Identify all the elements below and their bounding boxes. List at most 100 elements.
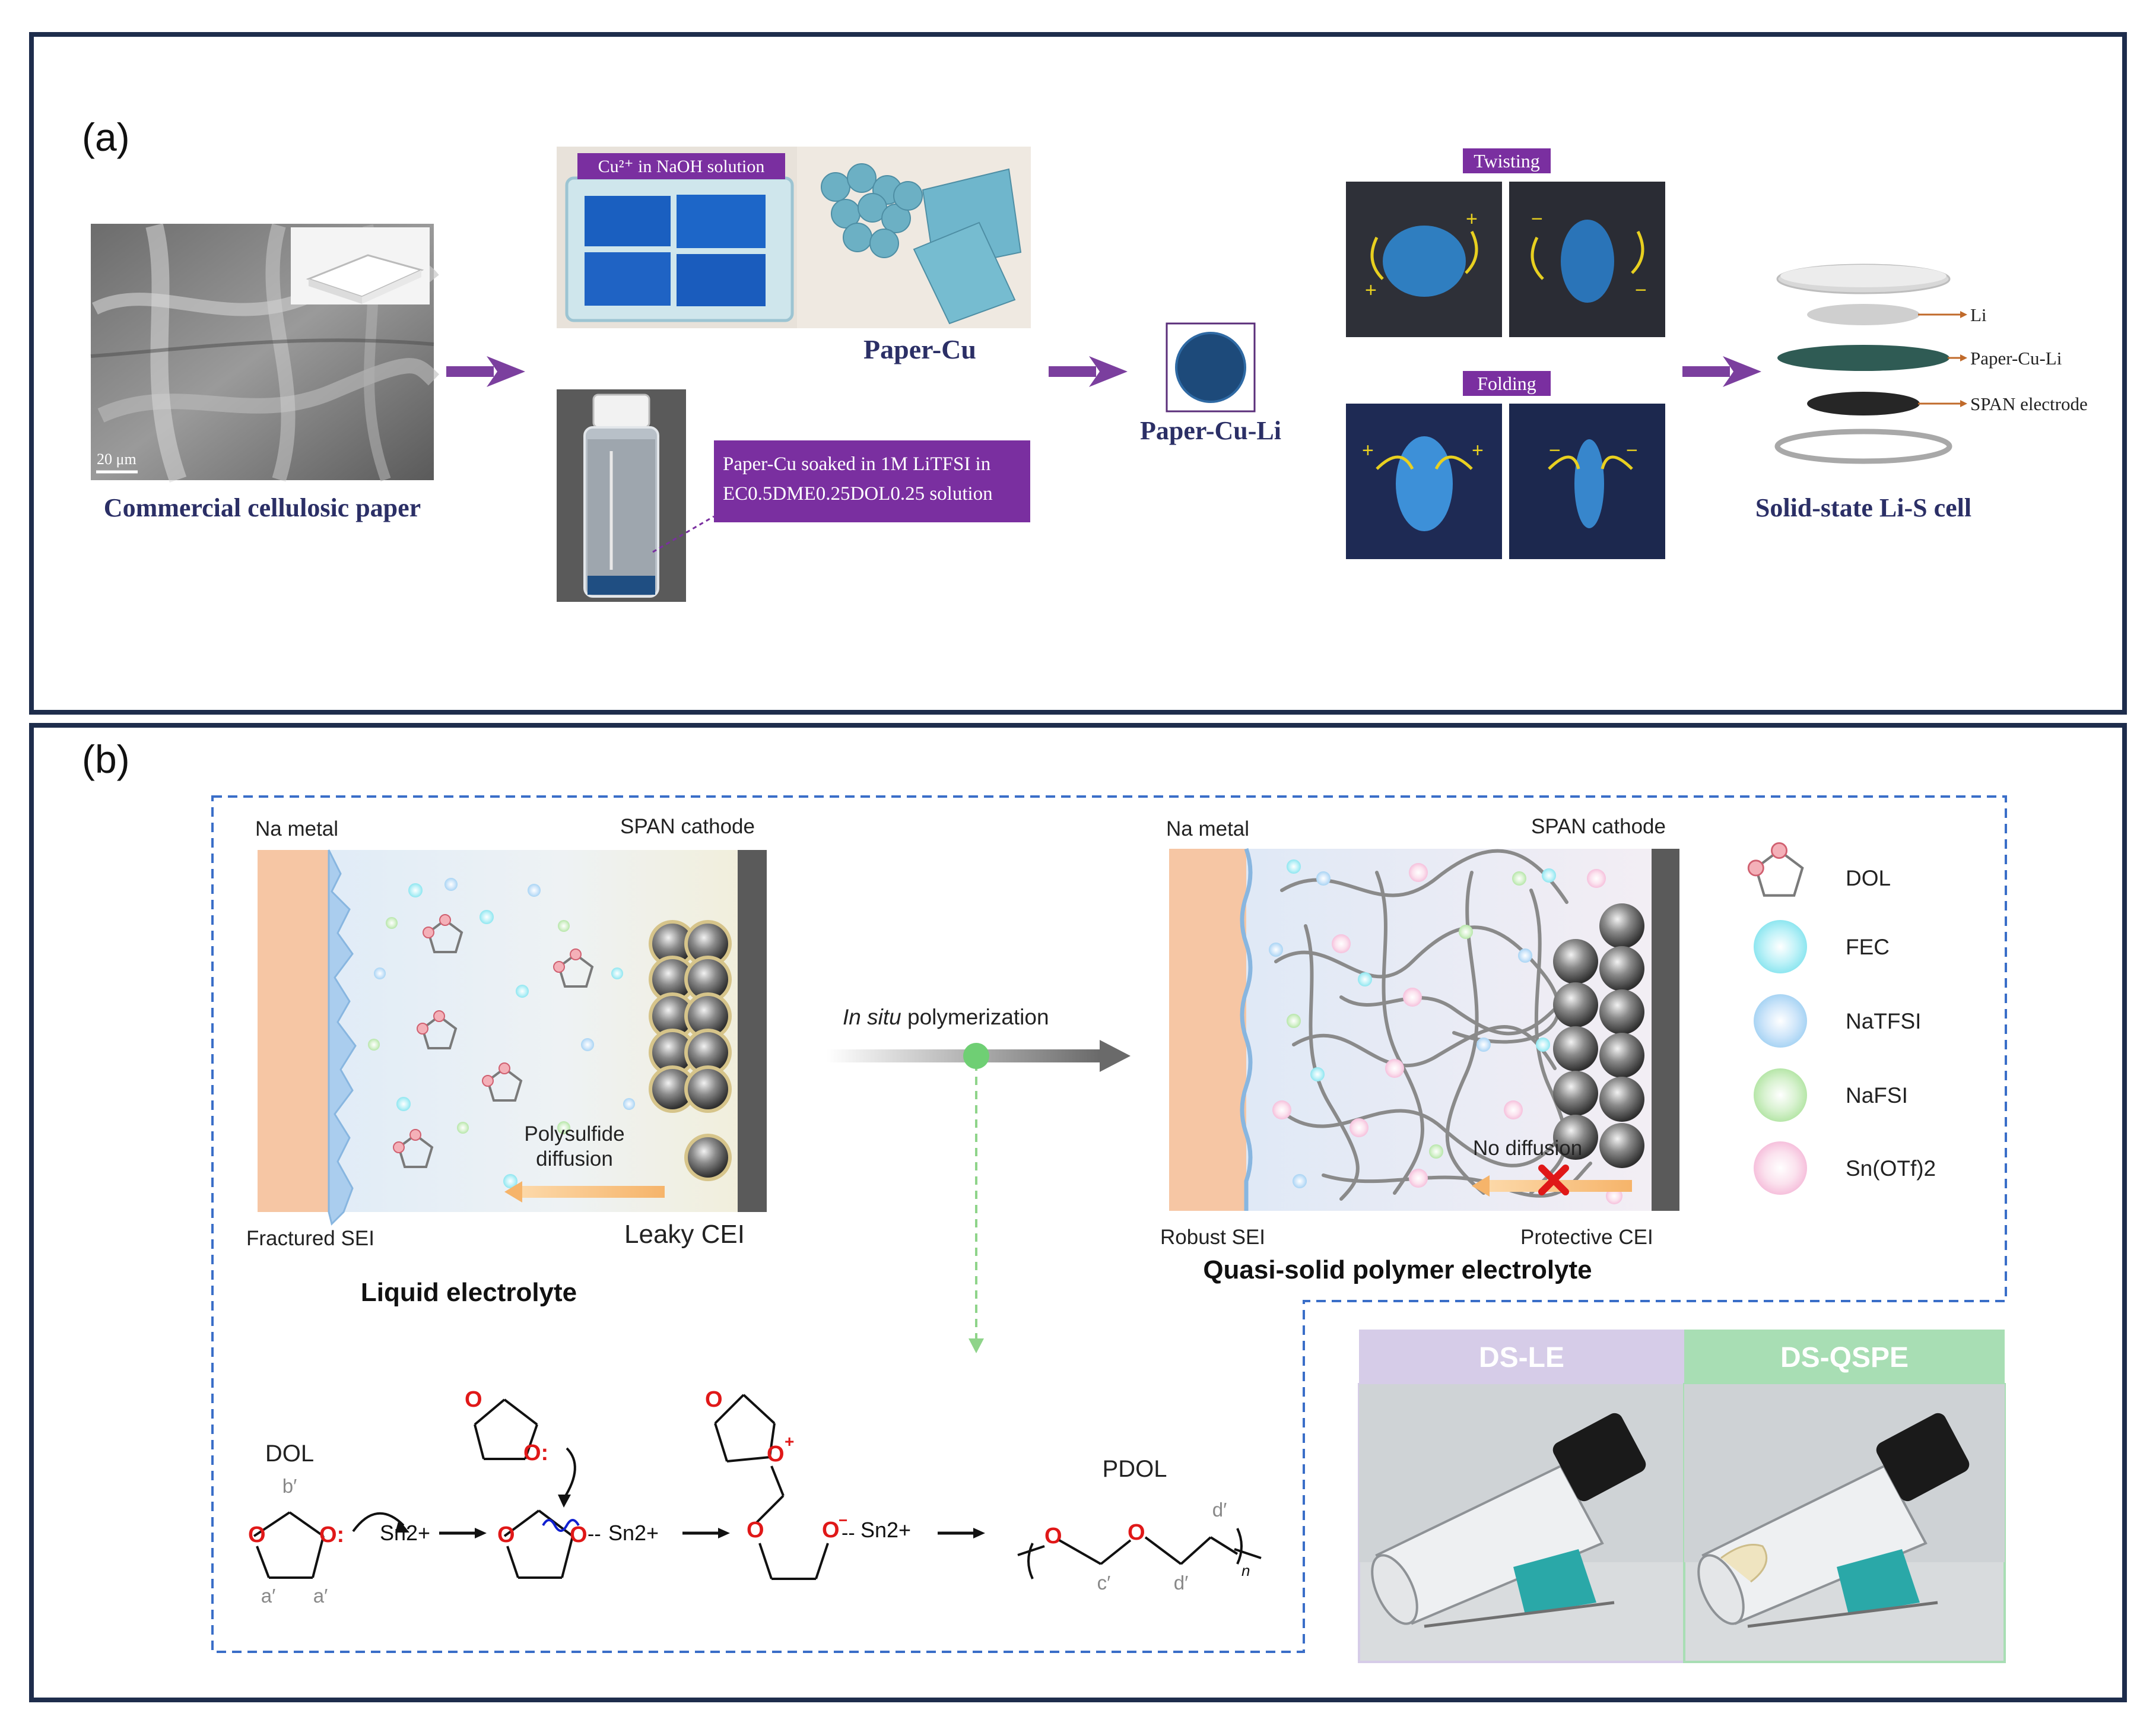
svg-text:−: − [1549,439,1561,462]
cell-label-paper-cu-li: Paper-Cu-Li [1970,348,2062,369]
svg-text:−: − [839,1511,847,1529]
leaky-cei-label: Leaky CEI [624,1220,745,1249]
mechanism-scheme: O O: O O -- O O: O O + [248,1387,1262,1580]
mech-b-prime-label: b′ [282,1475,297,1497]
caption-commercial-paper: Commercial cellulosic paper [104,493,421,522]
svg-text:+: + [1365,279,1377,302]
panel-b-label: (b) [82,737,130,781]
mech-d-prime-bottom: d′ [1174,1572,1189,1594]
caption-paper-cu: Paper-Cu [863,334,976,364]
process-arrow-1 [446,356,525,387]
cell-stack [1774,264,1967,464]
legend-natfsi-label: NaTFSI [1846,1009,1921,1033]
sem-scale-label: 20 μm [97,451,136,468]
svg-text:O: O [570,1522,588,1547]
ds-qspe-label: DS-QSPE [1780,1342,1909,1373]
mech-dol-label: DOL [265,1441,314,1467]
protective-cei-label: Protective CEI [1520,1226,1653,1249]
soak-box [714,440,1030,522]
cell-label-li: Li [1970,304,1987,325]
polysulfide-label: Polysulfide [524,1122,624,1146]
ds-le-photo [1358,1383,1685,1663]
quasi-solid-cell-schematic [1169,848,1679,1211]
soak-label-line2: EC0.5DME0.25DOL0.25 solution [723,483,993,505]
fractured-sei-label: Fractured SEI [246,1227,374,1250]
no-diffusion-label: No diffusion [1473,1137,1582,1160]
folding-label: Folding [1477,373,1536,394]
ds-qspe-header [1684,1330,2005,1384]
twisting-label: Twisting [1474,150,1540,172]
svg-text:O: O [767,1442,785,1467]
panel-a-label: (a) [82,115,130,159]
right-na-metal-label: Na metal [1166,817,1249,840]
legend-natfsi-icon [1754,994,1807,1048]
polymerization-arrow [827,1040,1131,1353]
svg-text:O: O [1128,1520,1145,1545]
in-situ-label: In situ polymerization [843,1005,1049,1029]
svg-text:+: + [1472,439,1484,462]
mech-pdol-label: PDOL [1103,1456,1167,1482]
mech-n-subscript: n [1241,1562,1250,1579]
mech-sn-2: Sn2+ [608,1521,659,1545]
twisting-photos: + + − − [1346,182,1665,337]
svg-text:--: -- [842,1522,855,1544]
left-span-cathode-label: SPAN cathode [620,815,755,838]
folding-photos: + + − − [1346,404,1665,559]
liquid-cell-schematic [258,849,767,1226]
ds-qspe-photo [1683,1383,2006,1663]
mech-a-prime-right: a′ [313,1585,328,1607]
liquid-electrolyte-title: Liquid electrolyte [361,1278,577,1307]
svg-text:+: + [1362,439,1374,462]
cu-naoh-label: Cu²⁺ in NaOH solution [598,157,765,176]
legend-sn-otf-label: Sn(OTf)2 [1846,1156,1936,1181]
svg-text:O: O [465,1387,482,1412]
legend-nafsi-label: NaFSI [1846,1083,1908,1108]
robust-sei-label: Robust SEI [1160,1226,1265,1249]
soak-vial-photo [557,389,686,602]
svg-text:−: − [1531,208,1543,230]
diffusion-label: diffusion [536,1147,613,1170]
legend-fec-label: FEC [1846,935,1890,959]
paper-cu-photo [797,147,1031,328]
right-span-cathode-label: SPAN cathode [1531,815,1666,838]
svg-text:--: -- [588,1523,601,1546]
sem-image [90,223,440,483]
left-na-metal-label: Na metal [255,817,338,840]
cell-label-span: SPAN electrode [1970,394,2088,414]
svg-text:+: + [785,1432,794,1451]
paper-cu-li-disc [1166,322,1256,413]
ds-le-header [1359,1330,1684,1384]
soak-label-line1: Paper-Cu soaked in 1M LiTFSI in [723,453,990,475]
ds-le-label: DS-LE [1479,1342,1564,1373]
legend-fec-icon [1754,920,1807,973]
svg-text:−: − [1635,279,1647,302]
soak-pointer [652,515,715,553]
legend-nafsi-icon [1754,1068,1807,1122]
process-arrow-3 [1682,356,1761,387]
svg-text:O: O [1044,1524,1062,1549]
mech-d-prime-top: d′ [1212,1499,1227,1521]
legend [1747,842,1807,1195]
mech-a-prime-left: a′ [261,1585,276,1607]
svg-text:−: − [1626,439,1638,462]
svg-text:O:: O: [319,1522,344,1547]
svg-text:O: O [705,1387,723,1412]
svg-text:O: O [497,1522,515,1547]
legend-sn-otf-icon [1754,1141,1807,1195]
mech-c-prime: c′ [1097,1572,1111,1594]
legend-dol-label: DOL [1846,866,1891,890]
mech-sn-1: Sn2+ [380,1521,430,1545]
caption-paper-cu-li: Paper-Cu-Li [1140,416,1281,445]
svg-text:+: + [1466,208,1478,230]
legend-dol-icon [1747,842,1804,897]
process-arrow-2 [1049,356,1128,387]
cu-naoh-box [577,153,785,179]
twisting-box [1463,148,1551,173]
svg-text:O: O [747,1518,764,1543]
svg-text:O: O [248,1522,266,1547]
folding-box [1463,371,1551,396]
mech-sn-3: Sn2+ [861,1518,911,1542]
caption-solid-state-cell: Solid-state Li-S cell [1755,493,1971,522]
svg-text:O:: O: [523,1441,548,1465]
